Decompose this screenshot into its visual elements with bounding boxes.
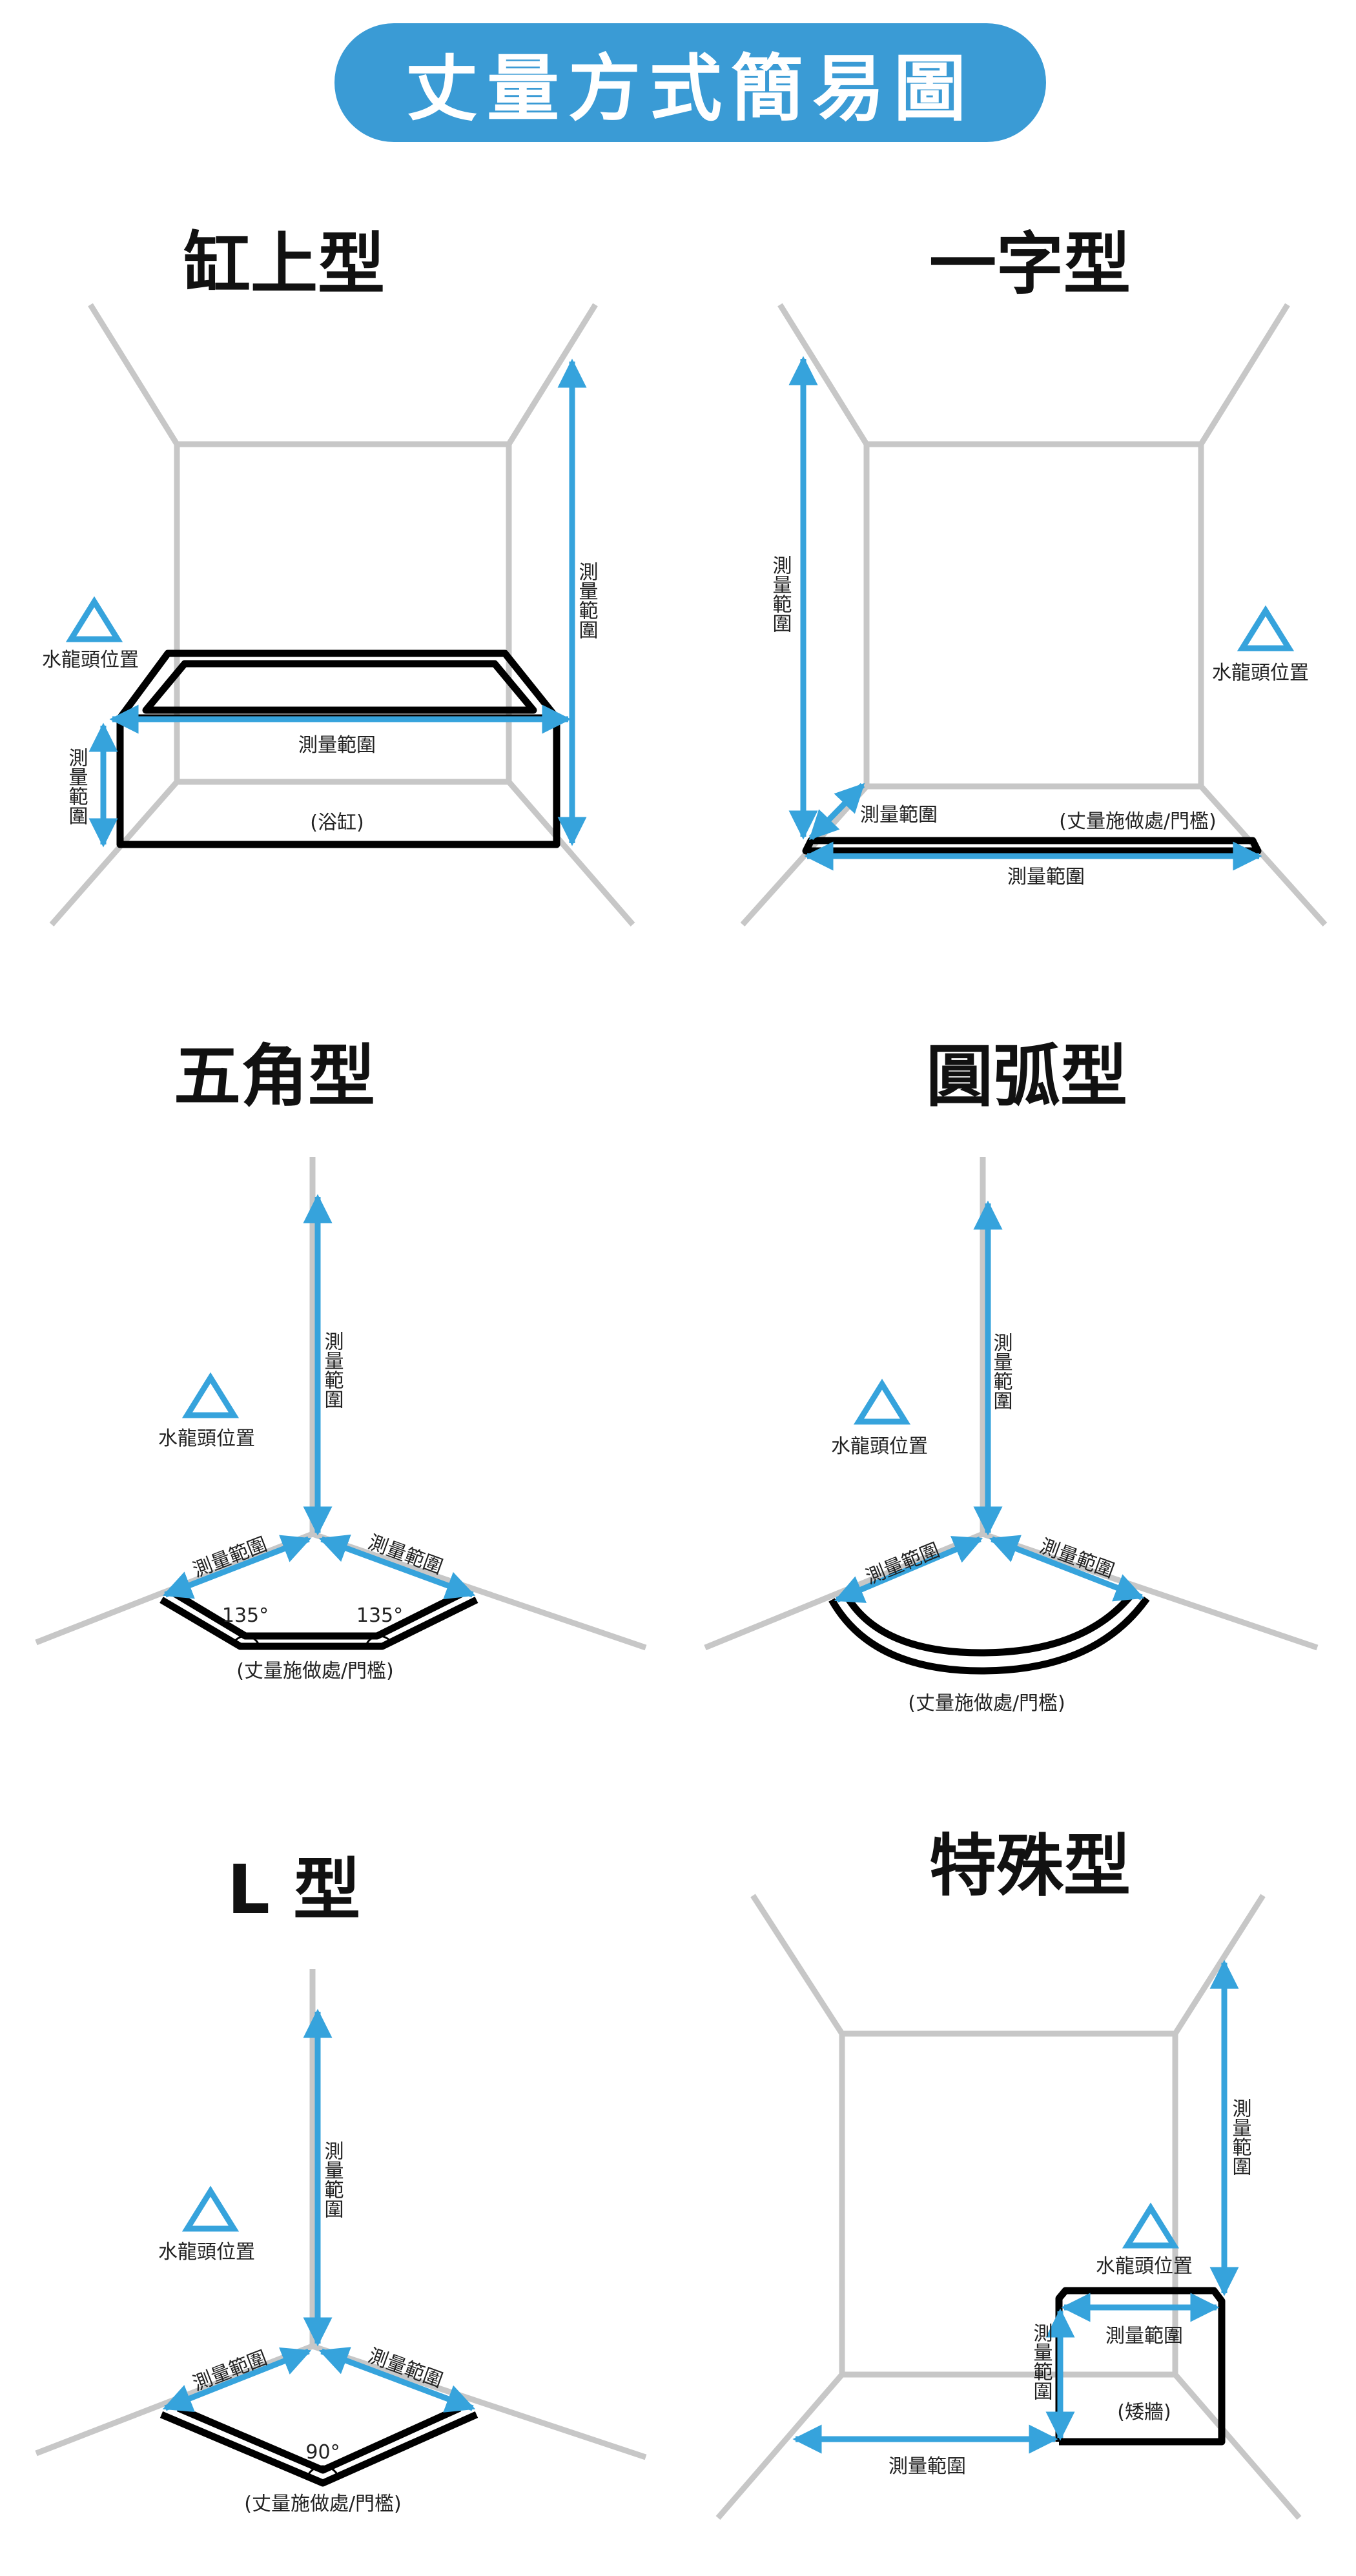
threshold-label: (丈量施做處/門檻) bbox=[236, 1660, 394, 1682]
measure-label-height-right: 測量範圍 bbox=[575, 562, 598, 639]
measure-label-depth: 測量範圍 bbox=[860, 804, 938, 826]
angle-arc-left bbox=[231, 1635, 260, 1646]
faucet-icon bbox=[1122, 2202, 1180, 2249]
angle-arc bbox=[306, 2465, 340, 2477]
measure-arrow-right-side bbox=[989, 1535, 1145, 1602]
angle-label: 90° bbox=[305, 2441, 340, 2464]
faucet-icon bbox=[1237, 605, 1295, 651]
diagram-special: 水龍頭位置 測量範圍 (矮牆) 測量範圍 測量範圍 測量範圍 bbox=[715, 1894, 1302, 2520]
bathtub-label: (浴缸) bbox=[310, 812, 364, 834]
measure-label-left-side: 測量範圍 bbox=[190, 2347, 271, 2396]
threshold-outline bbox=[802, 837, 1262, 855]
diagram-l-shape: 水龍頭位置 測量範圍 測量範圍 90° (丈量施做處/門檻) 測量範圍 bbox=[35, 1969, 647, 2515]
faucet-icon bbox=[65, 596, 123, 642]
faucet-icon bbox=[181, 2185, 240, 2232]
measure-label-height-right: 測量範圍 bbox=[1229, 2098, 1251, 2176]
faucet-label: 水龍頭位置 bbox=[158, 2241, 255, 2264]
measure-arrow-left-side bbox=[162, 2347, 312, 2412]
page-title-banner: 丈量方式簡易圖 bbox=[334, 23, 1046, 142]
diagram-on-tub: 水龍頭位置 測量範圍 (浴缸) 測量範圍 測量範圍 bbox=[42, 303, 635, 926]
panel-title-arc: 圓弧型 bbox=[925, 1037, 1128, 1116]
measure-arrow-right-side bbox=[318, 2347, 476, 2413]
measure-arrow-left-side bbox=[162, 1535, 312, 1599]
measure-label-wall-width: 測量範圍 bbox=[1105, 2325, 1183, 2347]
threshold-label: (丈量施做處/門檻) bbox=[244, 2493, 402, 2515]
panel-title-l-shape: L 型 bbox=[227, 1850, 361, 1929]
measure-label-height: 測量範圍 bbox=[321, 1331, 344, 1409]
panel-title-pentagon: 五角型 bbox=[173, 1037, 376, 1116]
room-walls bbox=[715, 1894, 1302, 2520]
diagram-pentagon: 水龍頭位置 測量範圍 測量範圍 135° 135° (丈量施做處/門檻) 測量範… bbox=[35, 1157, 647, 1682]
measure-label-left-side: 測量範圍 bbox=[863, 1539, 943, 1589]
measure-label-height-left: 測量範圍 bbox=[769, 555, 792, 633]
faucet-label: 水龍頭位置 bbox=[831, 1435, 928, 1458]
faucet-label: 水龍頭位置 bbox=[158, 1427, 255, 1450]
diagram-straight: 水龍頭位置 測量範圍 (丈量施做處/門檻) 測量範圍 測量範圍 bbox=[740, 303, 1328, 927]
threshold-label: (丈量施做處/門檻) bbox=[1059, 810, 1217, 833]
faucet-label: 水龍頭位置 bbox=[1096, 2255, 1193, 2278]
room-walls bbox=[49, 303, 635, 926]
angle-label-left: 135° bbox=[222, 1604, 269, 1627]
measure-arrow-depth bbox=[808, 782, 865, 841]
room-walls bbox=[740, 303, 1328, 927]
angle-arc-right bbox=[365, 1635, 394, 1646]
threshold-label: (丈量施做處/門檻) bbox=[908, 1692, 1065, 1715]
faucet-icon bbox=[853, 1378, 911, 1425]
measure-label-right-side: 測量範圍 bbox=[1036, 1535, 1117, 1583]
measure-label-height: 測量範圍 bbox=[990, 1333, 1012, 1410]
panel-title-special: 特殊型 bbox=[929, 1826, 1131, 1905]
measure-arrow-left-side bbox=[834, 1536, 983, 1603]
measure-label-tub-height: 測量範圍 bbox=[65, 748, 88, 825]
measure-label-height: 測量範圍 bbox=[321, 2141, 344, 2218]
measure-label-floor-width: 測量範圍 bbox=[889, 2455, 966, 2478]
angle-label-right: 135° bbox=[356, 1604, 403, 1627]
panel-title-straight: 一字型 bbox=[929, 225, 1131, 303]
measure-arrow-right-side bbox=[318, 1534, 476, 1600]
faucet-label: 水龍頭位置 bbox=[42, 649, 139, 671]
arc-threshold-outline bbox=[828, 1591, 1150, 1675]
panel-title-on-tub: 缸上型 bbox=[183, 225, 385, 303]
low-wall-label: (矮牆) bbox=[1117, 2401, 1171, 2424]
faucet-label: 水龍頭位置 bbox=[1212, 662, 1309, 684]
pentagon-threshold-outline bbox=[159, 1590, 478, 1650]
measure-label-width: 測量範圍 bbox=[1007, 866, 1085, 888]
faucet-icon bbox=[181, 1372, 240, 1418]
l-threshold-outline bbox=[159, 2404, 478, 2487]
diagram-arc: 水龍頭位置 測量範圍 測量範圍 (丈量施做處/門檻) 測量範圍 bbox=[704, 1157, 1319, 1715]
measure-label-width: 測量範圍 bbox=[298, 734, 376, 757]
measure-label-wall-height: 測量範圍 bbox=[1030, 2323, 1053, 2400]
measure-label-left-side: 測量範圍 bbox=[190, 1533, 271, 1582]
